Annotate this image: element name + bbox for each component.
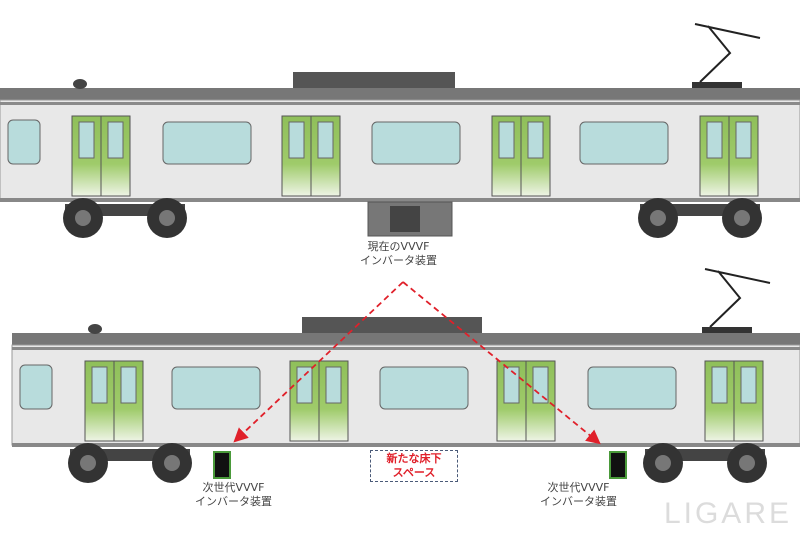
wheel-hub [80,455,96,471]
roof-stripe [12,347,800,350]
horn [73,79,87,89]
roof [12,333,800,345]
door-window [735,121,752,159]
next-inverter-unit-left [213,451,231,479]
label-line: 次世代VVVF [202,481,265,494]
pantograph-base [692,82,742,88]
door-window [325,366,342,404]
wheel-hub [159,210,175,226]
door-window [532,366,549,404]
door-window [78,121,95,159]
window [579,121,669,165]
window [19,364,53,410]
wheel-hub [739,455,755,471]
window [379,366,469,410]
roof [0,88,800,100]
next-inverter-unit-right [609,451,627,479]
horn [88,324,102,334]
arrow-left [233,281,404,443]
pantograph [694,23,761,83]
arrow-right [402,281,601,445]
label-line: スペース [392,466,436,479]
pantograph [704,268,771,328]
wheel-hub [650,210,666,226]
door-window [120,366,137,404]
window [171,366,261,410]
current-inverter-label: 現在のVVVF インバータ装置 [360,240,437,268]
window [162,121,252,165]
window [7,119,41,165]
door-window [107,121,124,159]
door-window [503,366,520,404]
door-window [706,121,723,159]
door-window [91,366,108,404]
window [371,121,461,165]
underframe [0,198,800,202]
next-inverter-left-label: 次世代VVVF インバータ装置 [195,481,272,509]
door-window [740,366,757,404]
label-line: インバータ装置 [540,495,617,508]
label-line: インバータ装置 [195,495,272,508]
next-inverter-right-label: 次世代VVVF インバータ装置 [540,481,617,509]
ligare-logo: LIGARE [663,497,792,530]
door-window [527,121,544,159]
wheel-hub [164,455,180,471]
wheel-hub [75,210,91,226]
roof-stripe [0,102,800,105]
raised-roof [302,317,482,333]
label-line: 新たな床下 [386,452,442,465]
raised-roof [293,72,455,88]
door-window [498,121,515,159]
door-window [711,366,728,404]
new-underfloor-space-box: 新たな床下 スペース [370,450,458,482]
underframe [12,443,800,447]
door-window [296,366,313,404]
label-line: 現在のVVVF [367,240,430,253]
door-window [288,121,305,159]
wheel-hub [655,455,671,471]
wheel-hub [734,210,750,226]
label-line: 次世代VVVF [547,481,610,494]
inverter-detail [390,206,420,232]
window [587,366,677,410]
label-line: インバータ装置 [360,254,437,267]
door-window [317,121,334,159]
pantograph-base [702,327,752,333]
